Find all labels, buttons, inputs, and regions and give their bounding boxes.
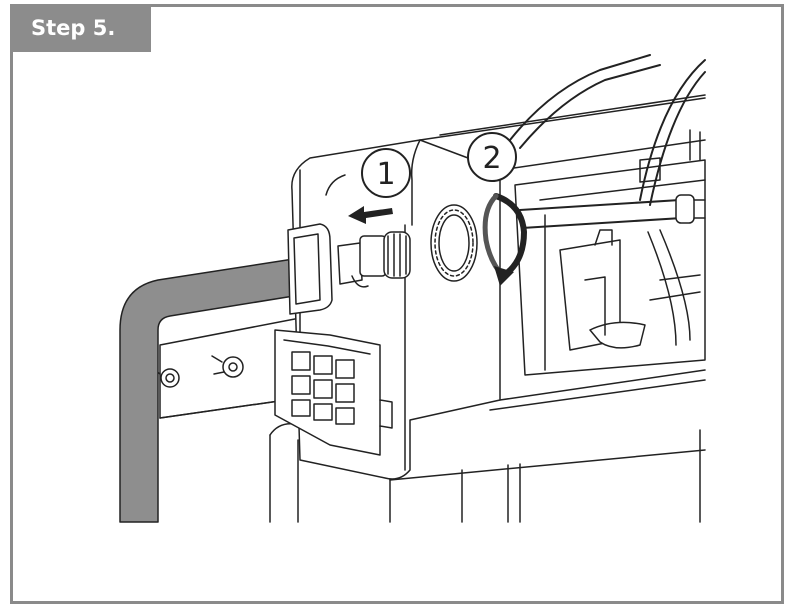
callout-1: 1 (361, 148, 411, 198)
hose-fitting (337, 231, 411, 288)
step-label: Step 5. (10, 4, 151, 52)
callout-2: 2 (467, 132, 517, 182)
callout-1-number: 1 (376, 157, 395, 192)
wall-screw (211, 355, 244, 378)
wall-screw (151, 367, 180, 388)
hose-port (287, 223, 333, 315)
threaded-cap (430, 204, 478, 282)
arrow-left-icon (348, 206, 393, 224)
mounting-bracket (274, 329, 393, 456)
callout-2-number: 2 (482, 141, 501, 176)
supply-tubing (509, 54, 706, 346)
inner-compartment (514, 129, 706, 376)
rotate-arrow-icon (482, 193, 527, 286)
